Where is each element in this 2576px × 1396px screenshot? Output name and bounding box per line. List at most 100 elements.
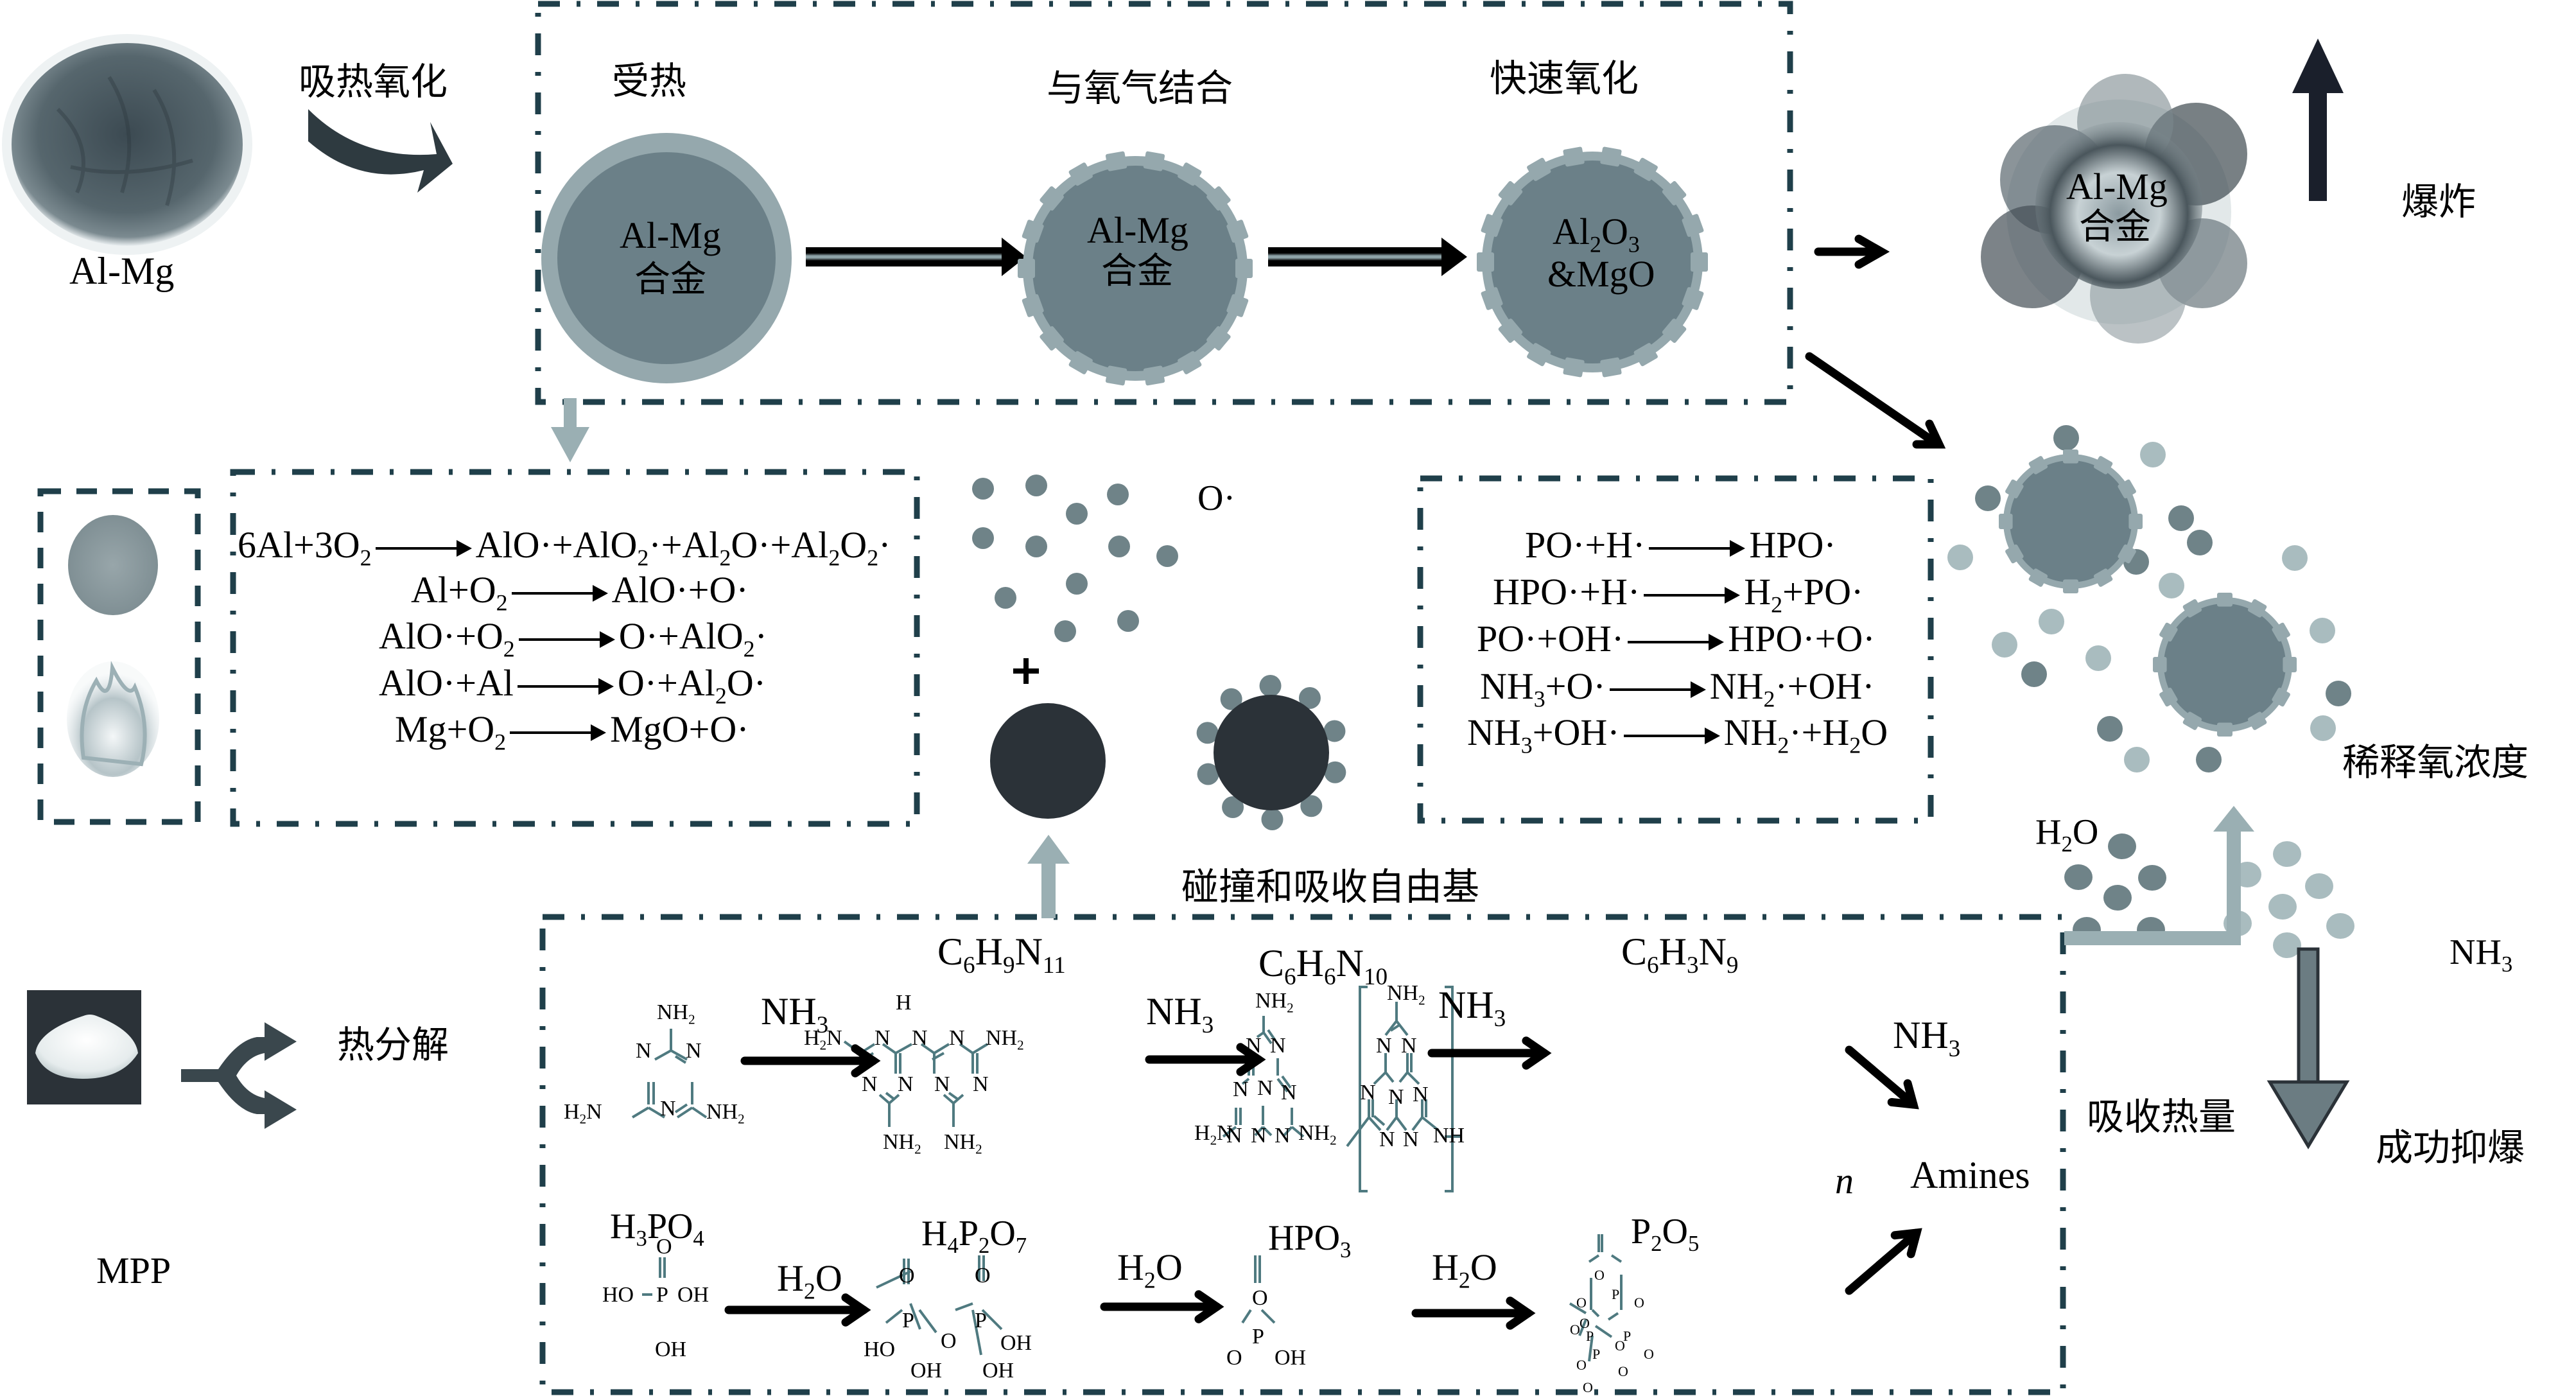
yields-arrow <box>1644 586 1741 604</box>
thermal-decomposition-label: 热分解 <box>337 1023 449 1067</box>
atom-label: N <box>686 1039 702 1063</box>
atom-label: NH2 <box>1387 981 1425 1008</box>
phosphate-bond <box>909 1303 921 1330</box>
oxide-shell-tooth <box>1691 252 1708 272</box>
rapid-oxidation-particle <box>1477 146 1708 378</box>
oxide-shell-tooth <box>1143 151 1165 171</box>
oxide-shell-tooth <box>2005 479 2024 499</box>
diluent-dot <box>2326 681 2351 706</box>
absorbed-radical-dot <box>1324 761 1346 783</box>
stage-heated-title: 受热 <box>612 59 687 103</box>
stage3-oxide-formula: Al2O3 <box>1553 211 1640 257</box>
polymer-n-label: n <box>1835 1160 1854 1201</box>
oxide-shell-tooth <box>2272 622 2290 642</box>
atom-label: N <box>1226 1124 1242 1147</box>
phosphate-bond <box>1260 1309 1276 1324</box>
oxide-shell-tooth <box>1498 181 1523 205</box>
reagent-nh3-label: NH3 <box>761 990 829 1039</box>
reagent-nh3-label: NH3 <box>1146 990 1214 1039</box>
oxide-shell-tooth <box>1999 514 2013 529</box>
melamine-structure <box>631 1029 708 1119</box>
atom-label: N <box>1257 1076 1273 1100</box>
water-byproduct-label: H2O <box>777 1257 842 1304</box>
yields-arrow <box>1628 633 1725 650</box>
reaction-arrow-p2o5-to-amines <box>1845 1228 1922 1295</box>
atom-label: P <box>1612 1286 1620 1302</box>
phosphate-bond <box>1241 1309 1252 1324</box>
oxide-shell-tooth <box>1040 326 1064 351</box>
atom-label: N <box>862 1072 878 1096</box>
bottom-decomposition-frame <box>539 914 2066 1395</box>
water-label: H2O <box>2035 812 2099 857</box>
oxide-shell-tooth <box>1018 259 1035 278</box>
oxygen-radical-label: O· <box>1197 478 1236 518</box>
atom-label: H <box>896 991 912 1015</box>
phosphate-bond <box>1569 1302 1587 1314</box>
oxide-shell-tooth <box>2063 449 2078 464</box>
atom-label: O <box>1576 1357 1587 1373</box>
yields-arrow <box>518 631 615 648</box>
gray-up-arrow <box>1027 835 1070 918</box>
oxygen-radical-dot <box>1025 475 1047 496</box>
stage1-alloy-word: 合金 <box>634 259 706 301</box>
reaction-arrow-melamine-to-melam <box>740 1044 881 1078</box>
atom-label: P <box>1623 1328 1632 1344</box>
atom-label: N <box>1251 1124 1267 1147</box>
absorbed-radical-dot <box>1197 763 1219 785</box>
explosion-alloy-name: Al-Mg <box>2066 166 2168 207</box>
atom-label: N <box>1376 1034 1392 1058</box>
phosphate-bond <box>1607 1312 1619 1321</box>
atom-label: H2N <box>1194 1121 1233 1148</box>
yields-arrow <box>1649 539 1746 557</box>
radical-scavenging-equation: HPO·+H·H2+PO· <box>1493 571 1864 618</box>
atom-label: N <box>1388 1085 1404 1109</box>
mpp-label: MPP <box>96 1250 171 1291</box>
atom-label: N <box>1360 1081 1376 1104</box>
atom-label: NH2 <box>986 1026 1024 1053</box>
stage2-alloy-word: 合金 <box>1101 250 1173 292</box>
oxygen-radical-dot <box>1156 545 1178 567</box>
atom-label: NH2 <box>883 1130 921 1157</box>
phosphate-bond <box>955 1302 973 1311</box>
oxide-shell-tooth <box>1206 326 1231 351</box>
oxide-shell-tooth <box>2118 544 2136 564</box>
amines-label: Amines <box>1910 1154 2030 1196</box>
atom-label: O <box>1634 1295 1644 1311</box>
oxide-shell-tooth <box>2028 568 2048 587</box>
atom-label: O <box>1252 1286 1268 1310</box>
atom-label: NH <box>1433 1124 1465 1147</box>
oxide-shell-tooth <box>2128 514 2143 529</box>
atom-label: P <box>975 1309 987 1332</box>
oxide-shell-tooth <box>1178 351 1202 374</box>
diluent-dot <box>1947 545 1973 570</box>
atom-label: P <box>1252 1325 1264 1348</box>
atom-label: N <box>660 1097 676 1121</box>
oxide-shell-tooth <box>2159 622 2178 642</box>
atom-label: P <box>1586 1328 1594 1344</box>
water-byproduct-label: H2O <box>1432 1246 1497 1293</box>
reaction-arrow-melem-to-melon <box>1427 1036 1552 1070</box>
atom-label: HO <box>602 1283 634 1307</box>
atom-label: OH <box>1275 1346 1307 1370</box>
diluent-dot <box>2282 545 2308 571</box>
nh3-byproduct-label: NH3 <box>1893 1014 1961 1063</box>
atom-label: P <box>902 1309 914 1332</box>
collision-absorption-caption: 碰撞和吸收自由基 <box>1181 865 1480 909</box>
oxide-shell-tooth <box>1105 365 1127 386</box>
stage3-mgo: &MgO <box>1547 253 1655 295</box>
oxide-shell-tooth <box>2153 657 2167 672</box>
left-equations-frame <box>230 469 920 827</box>
oxygen-radical-dot <box>972 478 994 500</box>
reaction-arrow-h4p2o7-to-hpo3 <box>1100 1290 1224 1323</box>
oxide-shell-tooth <box>1633 343 1658 367</box>
oxide-shell-tooth <box>1662 318 1687 343</box>
reaction-arrow-h3po4-to-h4p2o7 <box>724 1293 871 1327</box>
almg-label: Al-Mg <box>69 250 175 292</box>
phosphate-bond <box>981 1309 1003 1331</box>
oxygen-radical-dot <box>1025 536 1047 557</box>
phosphate-bond <box>1610 1254 1623 1263</box>
stage2-alloy-name: Al-Mg <box>1087 209 1188 251</box>
oxygen-radical-dot <box>1108 536 1130 557</box>
